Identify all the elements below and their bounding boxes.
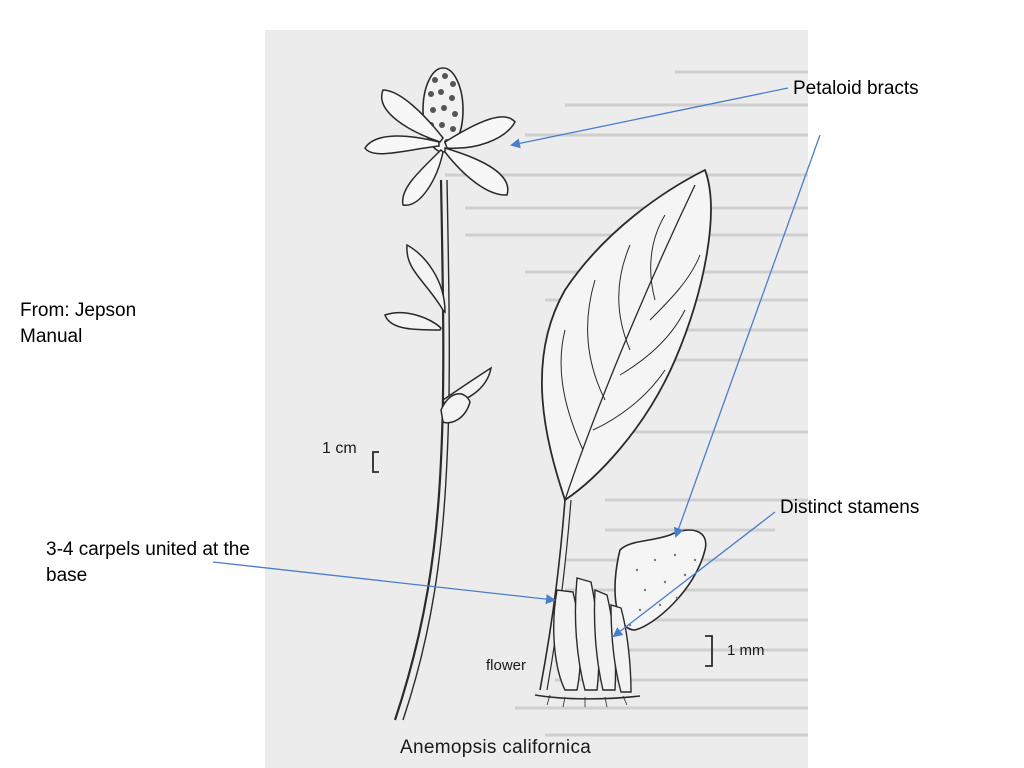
- distinct-stamens-label: Distinct stamens: [780, 497, 920, 518]
- petaloid-bracts-drawing: [364, 89, 516, 206]
- scale-label-cm: 1 cm: [322, 440, 357, 457]
- source-line-1: From: Jepson: [20, 300, 137, 321]
- illustration-plate: [265, 30, 808, 768]
- plant-drawing: [265, 30, 808, 768]
- stem-leaves: [384, 243, 493, 424]
- carpels-line-1: 3-4 carpels united at the: [46, 539, 250, 560]
- basal-leaf: [539, 168, 712, 691]
- flower-label: flower: [486, 657, 527, 674]
- stamens-arrow-upper: [673, 134, 821, 538]
- stem: [393, 179, 445, 721]
- scale-label-mm: 1 mm: [727, 642, 765, 659]
- scale-bar-cm: [372, 451, 379, 473]
- petaloid-bracts-label: Petaloid bracts: [793, 78, 919, 99]
- carpels-label: 3-4 carpels united at the base: [46, 537, 316, 589]
- carpels-line-2: base: [46, 565, 88, 586]
- petaloid-bracts-arrow: [510, 87, 789, 149]
- flower-detail: [534, 529, 707, 708]
- source-attribution: From: Jepson Manual: [20, 298, 180, 350]
- scale-bar-mm: [705, 635, 713, 667]
- species-name: Anemopsis californica: [400, 737, 592, 758]
- source-line-2: Manual: [20, 326, 83, 347]
- stamens-arrow-lower: [612, 511, 776, 638]
- carpels-arrow: [212, 561, 556, 605]
